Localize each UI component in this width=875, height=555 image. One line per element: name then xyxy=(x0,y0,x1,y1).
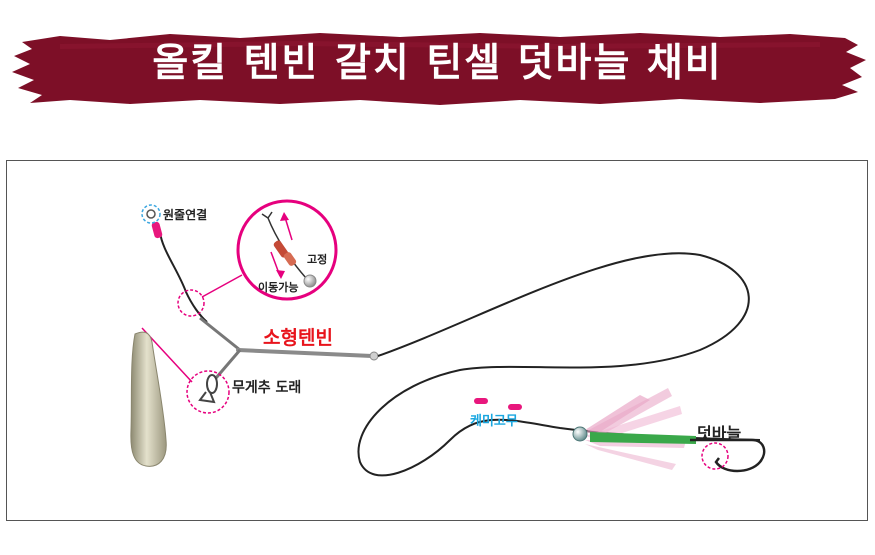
fixed-label: 고정 xyxy=(307,253,328,266)
sinker-swivel xyxy=(198,374,218,404)
sinker-swivel-label: 무게추 도래 xyxy=(232,380,302,396)
tenbin-arm-end xyxy=(369,351,379,361)
sinker-weight xyxy=(130,331,167,467)
movable-label: 이동가능 xyxy=(258,281,299,294)
bead-callout-connector xyxy=(201,274,243,298)
title-banner xyxy=(12,33,866,105)
trailer-hook xyxy=(690,438,766,473)
tenbin-lower-wire xyxy=(214,349,242,379)
main-line-sleeve xyxy=(151,221,163,239)
bead-position-callout xyxy=(177,289,205,317)
leader-line xyxy=(357,252,761,477)
page-title: 올킬 텐빈 갈치 틴셀 덧바늘 채비 xyxy=(152,41,723,86)
tenbin-label: 소형텐빈 xyxy=(263,327,333,349)
main-line-eye-highlight xyxy=(141,204,161,224)
tenbin-arm xyxy=(236,348,374,358)
banner-brush-streak xyxy=(60,41,820,49)
main-line-label: 원줄연결 xyxy=(163,208,208,222)
trailer-hook-callout xyxy=(701,442,729,470)
cap-rubber-left xyxy=(474,398,488,404)
tenbin-upper-wire xyxy=(199,316,241,352)
zoom-inset xyxy=(236,199,338,301)
sinker-swivel-callout xyxy=(186,370,230,414)
cap-rubber-label: 케미고무 xyxy=(470,414,518,429)
cap-rubber-right xyxy=(508,404,522,410)
main-line xyxy=(159,231,208,323)
main-line-eye xyxy=(146,209,156,219)
trailer-hook-label: 덧바늘 xyxy=(697,424,742,443)
banner-brush-stroke xyxy=(12,33,866,105)
tinsel-lure xyxy=(572,388,696,470)
